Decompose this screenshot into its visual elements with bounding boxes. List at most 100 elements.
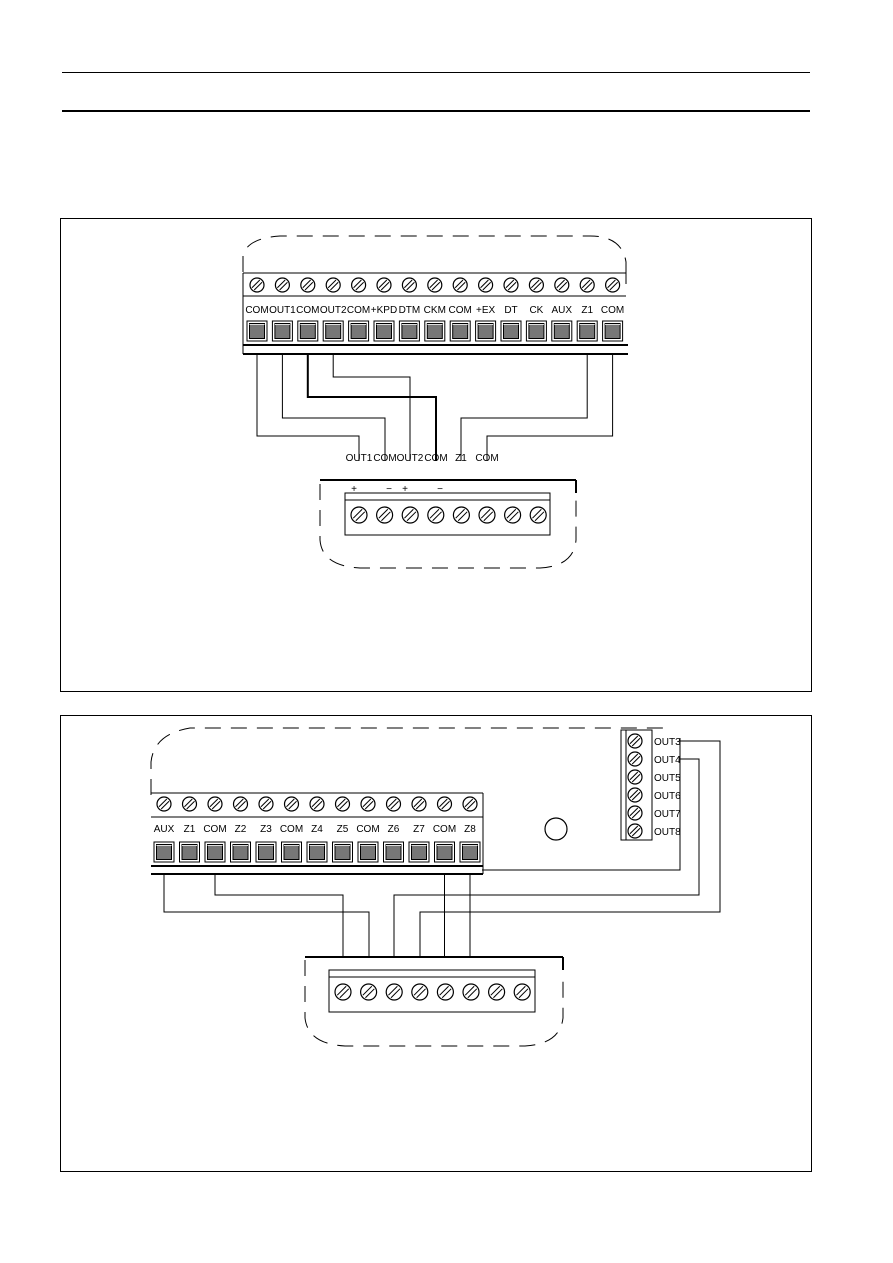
screw-slot [380,281,390,291]
screw-head [360,796,376,812]
socket-inner [462,844,478,860]
screw-head [300,277,316,293]
output-label: OUT5 [654,773,681,784]
screw-slot [466,800,476,810]
output-screw [627,751,643,767]
terminal-screw [274,277,290,293]
output-screw [627,769,643,785]
screw-head [309,796,325,812]
terminal-block [328,969,536,1013]
polarity-sign: − [437,484,443,495]
screw-head [283,796,300,812]
screw-head [427,506,445,524]
terminal-label: COM [433,824,456,835]
module-label: Z1 [455,453,467,464]
module-label: COM [424,453,447,464]
screw-head [579,277,595,293]
socket-inner [283,844,300,860]
screw-slot [388,985,398,996]
socket-inner [426,323,443,339]
screw-slot [490,985,501,996]
terminal-socket [525,320,547,342]
output-label: OUT7 [654,809,681,820]
screw-head [462,796,478,812]
terminal-screw [385,796,402,812]
terminal-screw [452,277,468,293]
terminal-label: DT [504,305,517,316]
wire-out3 [419,740,721,957]
screw-slot [184,798,193,808]
terminal-screw [309,796,325,812]
screw-slot [390,988,401,999]
module-screw [462,983,480,1001]
socket-inner [553,323,570,339]
screw-head [436,983,454,1001]
terminal-socket [398,320,420,342]
screw-slot [404,508,414,519]
screw-slot [518,988,529,999]
screw-slot [337,798,346,808]
terminal-socket [475,320,497,342]
terminal-socket [357,841,379,863]
screw-head [350,506,368,524]
terminal-socket [500,320,522,342]
screw-head [427,277,443,293]
terminal-label: +KPD [371,305,397,316]
terminal-socket [271,320,293,342]
screw-slot [327,279,337,289]
board-outline-upper [150,727,670,795]
socket-inner [232,844,249,860]
module-outline-lower [319,484,577,569]
screw-slot [415,800,425,810]
screw-head [627,805,643,821]
screw-head [376,277,392,293]
terminal-screw [376,277,392,293]
output-label: OUT3 [654,737,681,748]
screw-slot [464,798,474,808]
header-rule-thick [62,110,810,112]
screw-head [325,277,341,293]
screw-slot [506,508,517,519]
board-outline-upper [242,235,627,272]
screw-head [436,796,453,812]
terminal-label: COM [203,824,226,835]
screw-slot [378,508,389,519]
screw-head [529,506,547,524]
screw-slot [253,281,263,291]
screw-head [334,796,351,812]
screw-head [401,277,417,293]
screw-slot [507,281,517,291]
figure-panel-2 [60,715,812,1172]
screw-slot [388,798,397,808]
screw-head [360,983,378,1001]
socket-inner [503,323,519,339]
socket-inner [385,844,402,860]
output-screw [627,823,643,839]
figure-panel-1 [60,218,812,692]
screw-slot [365,988,375,999]
wire-com [214,874,344,957]
terminal-label: AUX [154,824,175,835]
polarity-sign: − [386,484,392,495]
screw-slot [260,798,270,808]
screw-slot [286,798,295,808]
terminal-label: Z6 [388,824,400,835]
terminal-screw [401,277,417,293]
screw-slot [631,791,641,801]
output-label: OUT6 [654,791,681,802]
screw-slot [209,798,219,808]
screw-slot [439,985,449,996]
terminal-screw [300,277,316,293]
screw-slot [237,800,246,810]
screw-slot [362,798,372,808]
terminal-socket [408,841,430,863]
socket-inner [436,844,453,860]
screw-head [249,277,265,293]
screw-slot [509,511,519,522]
screw-slot [493,988,503,999]
socket-inner [274,323,291,339]
socket-inner [452,323,469,339]
screw-slot [406,511,417,522]
screw-slot [302,279,311,289]
terminal-label: COM [245,305,268,316]
